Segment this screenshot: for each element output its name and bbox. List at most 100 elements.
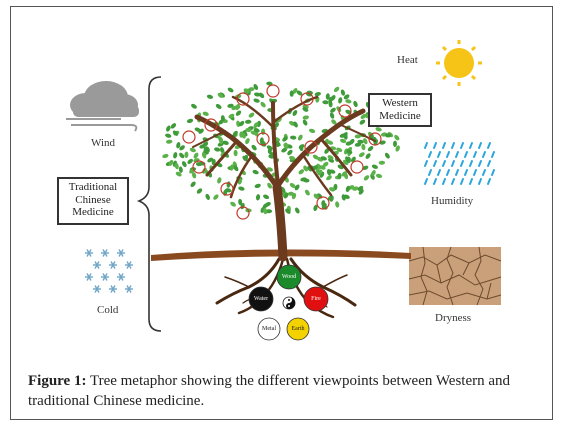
- leaf: [357, 139, 364, 144]
- leaf: [263, 207, 268, 215]
- leaf: [287, 149, 293, 156]
- western-medicine-marker: [192, 160, 206, 174]
- cold-snowflake-icon: [85, 249, 133, 293]
- snowflake: [117, 249, 125, 257]
- leaf: [313, 204, 318, 212]
- rain-drop: [487, 160, 491, 167]
- rain-drop: [469, 160, 473, 167]
- leaf: [354, 142, 362, 147]
- rain-drop: [491, 151, 495, 158]
- leaf: [166, 125, 171, 132]
- leaf: [238, 186, 245, 191]
- rain-drop: [478, 160, 482, 167]
- leaf: [227, 103, 234, 108]
- leaf: [343, 94, 350, 100]
- five-elements-roots: [248, 264, 329, 341]
- rain-drop: [442, 160, 446, 167]
- western-label-line1: Western: [382, 97, 418, 109]
- heat-sun-icon: [436, 40, 482, 86]
- western-medicine-marker: [266, 84, 280, 98]
- figure-frame: Wind Heat Humidity Cold Dryness Traditio…: [10, 6, 553, 420]
- western-medicine-marker: [304, 140, 318, 154]
- rain-drop: [487, 178, 491, 185]
- leaf: [295, 207, 300, 214]
- snowflake: [125, 261, 133, 269]
- leaf: [241, 132, 246, 139]
- leaf: [186, 118, 194, 124]
- rain-drop: [446, 151, 450, 158]
- wind-label: Wind: [91, 137, 115, 149]
- leaf: [343, 194, 350, 199]
- leaf: [358, 188, 364, 195]
- leaf: [211, 158, 216, 166]
- leaf: [303, 165, 308, 172]
- rain-drop: [451, 178, 455, 185]
- snowflake: [93, 261, 101, 269]
- leaf: [254, 183, 261, 189]
- leaf: [232, 130, 238, 137]
- leaf: [281, 147, 288, 153]
- leaf: [292, 110, 298, 116]
- humidity-rain-icon: [424, 142, 495, 185]
- leaf: [201, 152, 207, 159]
- leaf: [297, 134, 303, 141]
- tree-metaphor-illustration: [66, 40, 502, 341]
- leaf: [329, 187, 336, 192]
- rain-drop: [491, 169, 495, 176]
- snowflake: [109, 261, 117, 269]
- leaf: [217, 92, 224, 98]
- leaf: [333, 86, 340, 93]
- leaf: [322, 100, 329, 105]
- leaf: [205, 193, 210, 200]
- leaf: [287, 191, 295, 196]
- wind-cloud-icon: [66, 81, 139, 132]
- rain-drop: [487, 142, 491, 149]
- leaf: [254, 92, 261, 97]
- leaf: [262, 203, 269, 209]
- leaf: [296, 90, 303, 96]
- leaf: [289, 121, 295, 126]
- leaf: [245, 138, 250, 145]
- leaf: [335, 201, 340, 208]
- leaf: [266, 167, 273, 172]
- figure-caption: Figure 1: Tree metaphor showing the diff…: [28, 371, 548, 411]
- rain-drop: [442, 142, 446, 149]
- tcm-label-line3: Medicine: [72, 206, 114, 219]
- caption-prefix: Figure 1:: [28, 373, 87, 389]
- leaf: [359, 119, 366, 125]
- snowflake: [85, 249, 93, 257]
- leaf: [263, 194, 270, 200]
- rain-drop: [428, 151, 432, 158]
- leaf: [191, 172, 197, 179]
- western-medicine-marker: [204, 118, 218, 132]
- leaf: [340, 89, 346, 96]
- leaf: [395, 145, 400, 152]
- leaf: [294, 184, 300, 191]
- leaf: [172, 130, 179, 136]
- rain-drop: [478, 178, 482, 185]
- leaf: [341, 171, 347, 177]
- leaf: [317, 169, 323, 176]
- leaf: [375, 127, 382, 132]
- dryness-label: Dryness: [435, 312, 472, 324]
- leaf: [193, 152, 199, 159]
- leaf: [345, 156, 350, 163]
- leaf: [202, 141, 209, 147]
- leaf: [346, 149, 353, 154]
- leaf: [235, 103, 240, 111]
- leaf: [337, 172, 342, 180]
- leaf: [360, 113, 367, 120]
- fire-element-label: Fire: [311, 296, 321, 302]
- leaf: [330, 107, 336, 113]
- earth-element-label: Earth: [291, 326, 305, 332]
- western-label-line2: Medicine: [379, 109, 421, 122]
- leaf: [345, 141, 352, 146]
- rain-drop: [460, 178, 464, 185]
- leaf: [384, 152, 390, 159]
- western-medicine-marker: [236, 92, 250, 106]
- leaf: [176, 142, 181, 149]
- leaf: [179, 145, 185, 151]
- leaf: [312, 154, 319, 160]
- snowflake: [101, 273, 109, 281]
- leaf: [363, 138, 368, 145]
